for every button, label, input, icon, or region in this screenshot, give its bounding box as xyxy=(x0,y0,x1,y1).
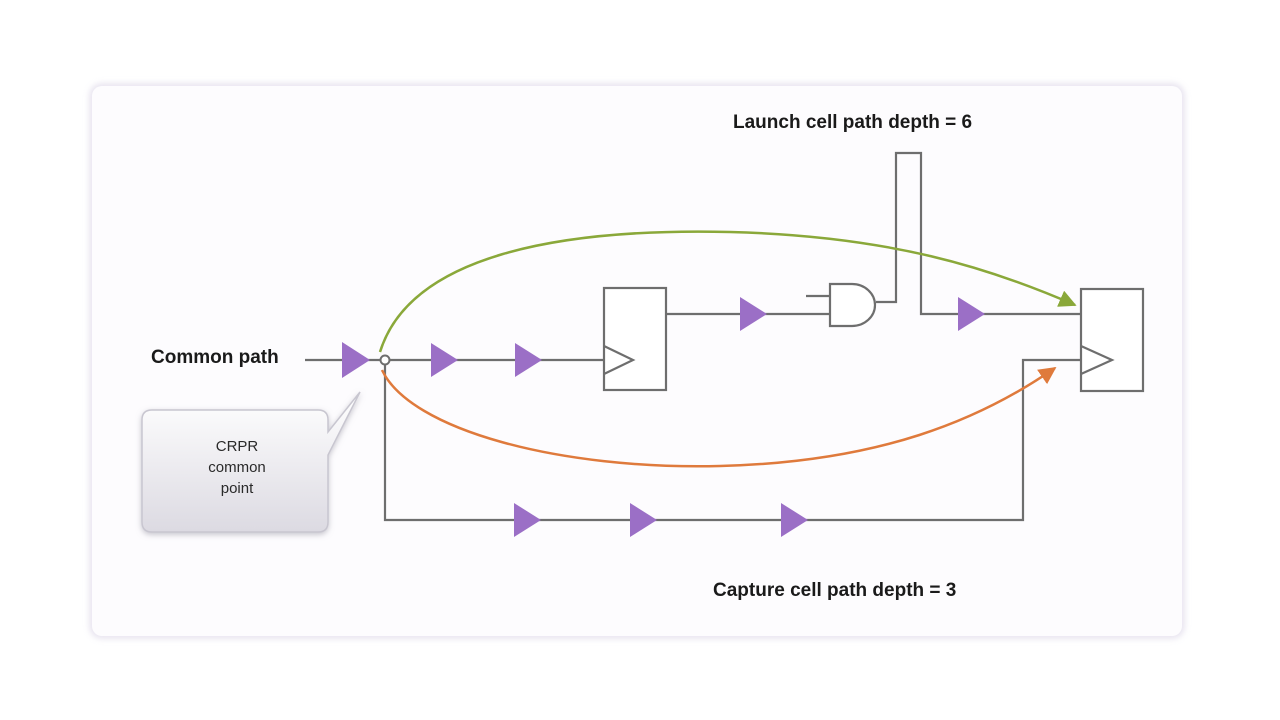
callout-line-2: common xyxy=(208,459,266,476)
buffer-launch-3 xyxy=(740,297,767,331)
buffer-capture-2 xyxy=(630,503,657,537)
buffer-common xyxy=(342,342,370,378)
capture-path-arrow xyxy=(380,366,1057,468)
launch-depth-label: Launch cell path depth = 6 xyxy=(733,112,973,133)
buffer-capture-1 xyxy=(514,503,541,537)
callout-line-3: point xyxy=(220,480,254,497)
capture-clock-wire xyxy=(383,358,1081,522)
crpr-callout-text: CRPR common point xyxy=(145,436,329,499)
callout-line-1: CRPR xyxy=(215,438,259,455)
crpr-common-point-node xyxy=(379,354,391,366)
and-gate-output-wire xyxy=(876,151,1081,316)
capture-flip-flop xyxy=(1079,287,1145,393)
buffer-capture-3 xyxy=(781,503,808,537)
buffer-launch-4 xyxy=(958,297,985,331)
launch-path-arrow xyxy=(378,230,1077,353)
buffer-launch-1 xyxy=(431,343,458,377)
common-path-label: Common path xyxy=(151,347,279,368)
capture-depth-label: Capture cell path depth = 3 xyxy=(713,580,957,601)
buffer-launch-2 xyxy=(515,343,542,377)
crpr-callout-bubble xyxy=(141,391,361,533)
and-gate xyxy=(828,282,877,328)
launch-flip-flop xyxy=(602,286,668,392)
